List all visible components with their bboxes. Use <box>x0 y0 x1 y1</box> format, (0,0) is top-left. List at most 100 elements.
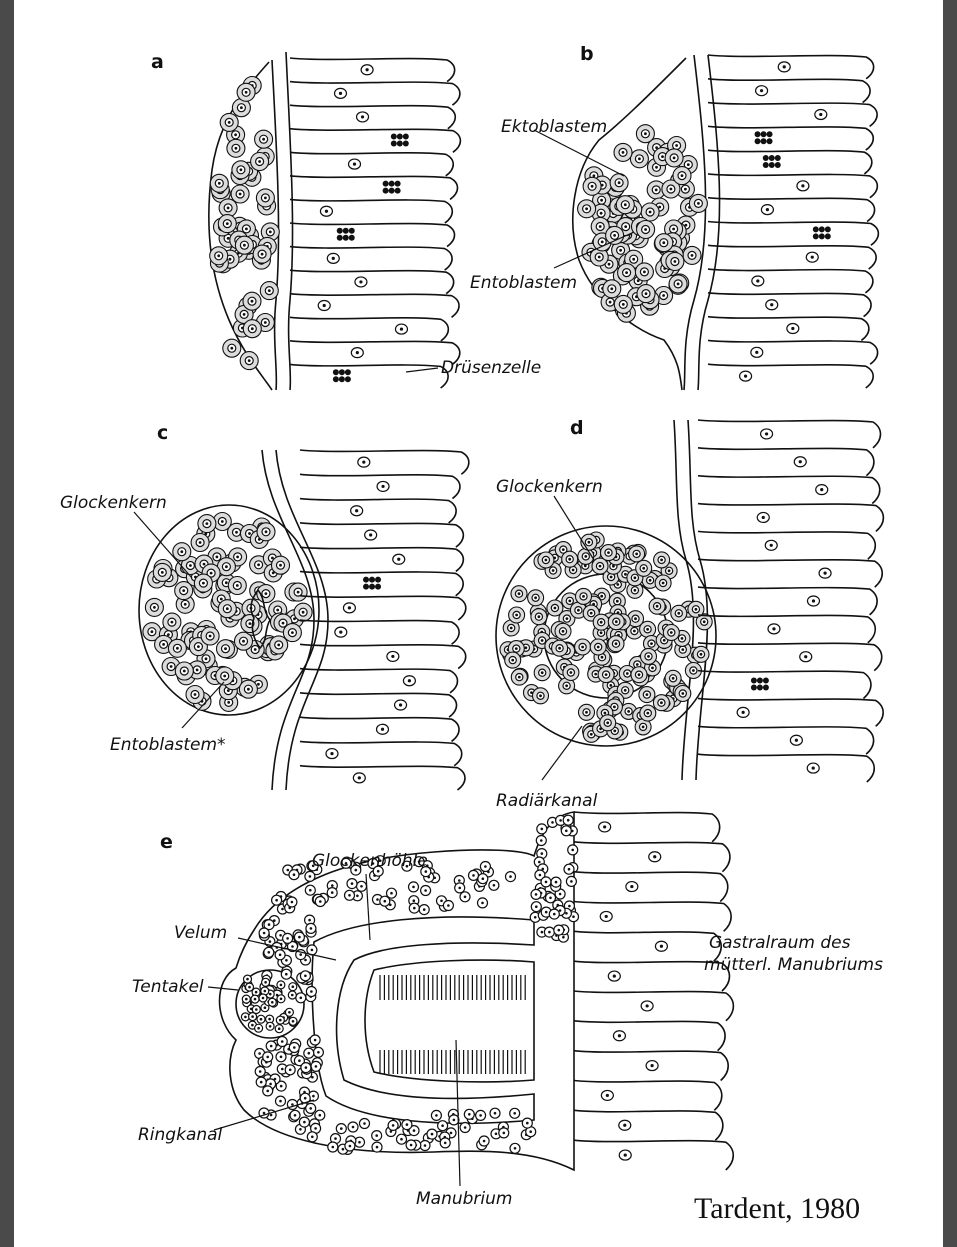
gland-granule <box>333 376 339 382</box>
nucleolus <box>644 228 647 231</box>
nucleolus <box>619 249 622 252</box>
nucleolus <box>162 643 165 646</box>
nucleolus <box>584 555 587 558</box>
nucleolus <box>444 1142 447 1145</box>
panel-b-letter: b <box>580 43 594 65</box>
nucleolus <box>266 1090 269 1093</box>
nucleolus <box>245 228 248 231</box>
nucleolus <box>634 617 637 620</box>
gland-granule <box>825 233 831 239</box>
nucleolus <box>551 821 554 824</box>
nucleolus <box>423 908 426 911</box>
nucleolus <box>742 711 745 714</box>
nucleolus <box>525 646 528 649</box>
nucleolus <box>615 642 618 645</box>
nucleolus <box>304 975 307 978</box>
nucleolus <box>484 865 487 868</box>
gland-granule <box>363 577 369 583</box>
gland-granule <box>339 376 345 382</box>
epithelial-cell <box>698 531 875 559</box>
nucleolus <box>226 607 229 610</box>
nucleolus <box>400 327 403 330</box>
nucleolus <box>375 1134 378 1137</box>
nucleolus <box>268 951 271 954</box>
nucleolus <box>766 208 769 211</box>
gland-granule <box>755 131 761 137</box>
nucleolus <box>554 607 557 610</box>
nucleolus <box>616 600 619 603</box>
nucleolus <box>264 1006 267 1009</box>
nucleolus <box>247 688 250 691</box>
panel-d-nodule-cells <box>500 532 712 742</box>
nucleolus <box>540 839 543 842</box>
nucleolus <box>541 931 544 934</box>
nucleolus <box>234 133 237 136</box>
nucleolus <box>539 874 542 877</box>
nucleolus <box>319 1114 322 1117</box>
nucleolus <box>226 222 229 225</box>
nucleolus <box>791 327 794 330</box>
nucleolus <box>565 912 568 915</box>
panel-c-nodule-cells <box>143 513 312 712</box>
nucleolus <box>310 927 313 930</box>
epithelial-cell <box>300 523 463 547</box>
nucleolus <box>660 701 663 704</box>
nucleolus <box>593 174 596 177</box>
nucleolus <box>541 639 544 642</box>
epithelial-cell <box>698 643 882 671</box>
epithelial-cell <box>290 317 448 341</box>
nucleolus <box>279 934 282 937</box>
nucleolus <box>642 726 645 729</box>
nucleolus <box>292 1020 295 1023</box>
gland-granule <box>395 181 401 187</box>
epithelial-cell <box>290 176 458 200</box>
nucleolus <box>221 520 224 523</box>
nucleolus <box>270 1045 273 1048</box>
nucleolus <box>601 241 604 244</box>
nucleolus <box>330 752 333 755</box>
nucleolus <box>310 990 313 993</box>
gland-granule <box>369 577 375 583</box>
nucleolus <box>279 1019 282 1022</box>
panel-e-bell-cavity <box>312 917 534 1123</box>
nucleolus <box>170 665 173 668</box>
nucleolus <box>304 959 307 962</box>
nucleolus <box>483 1140 486 1143</box>
gland-granule <box>757 685 763 691</box>
nucleolus <box>677 612 680 615</box>
nucleolus <box>228 121 231 124</box>
nucleolus <box>649 579 652 582</box>
nucleolus <box>203 563 206 566</box>
nucleolus <box>270 1114 273 1117</box>
nucleolus <box>670 631 673 634</box>
nucleolus <box>558 929 561 932</box>
gland-granule <box>383 188 389 194</box>
nucleolus <box>605 673 608 676</box>
nucleolus <box>286 937 289 940</box>
nucleolus <box>251 1015 254 1018</box>
nucleolus <box>304 1097 307 1100</box>
panel-e-leader-tentakel <box>208 987 238 990</box>
nucleolus <box>647 655 650 658</box>
nucleolus <box>565 684 568 687</box>
nucleolus <box>217 254 220 257</box>
nucleolus <box>552 569 555 572</box>
nucleolus <box>613 234 616 237</box>
nucleolus <box>700 653 703 656</box>
nucleolus <box>514 1147 517 1150</box>
nucleolus <box>245 91 248 94</box>
nucleolus <box>645 292 648 295</box>
nucleolus <box>568 905 571 908</box>
nucleolus <box>646 1004 649 1007</box>
nucleolus <box>269 1083 272 1086</box>
nucleolus <box>255 1008 258 1011</box>
nucleolus <box>281 908 284 911</box>
gland-granule <box>343 235 349 241</box>
nucleolus <box>509 875 512 878</box>
epithelial-cell <box>300 620 459 644</box>
nucleolus <box>570 880 573 883</box>
nucleolus <box>390 892 393 895</box>
nucleolus <box>254 998 257 1001</box>
nucleolus <box>613 706 616 709</box>
nucleolus <box>235 531 238 534</box>
